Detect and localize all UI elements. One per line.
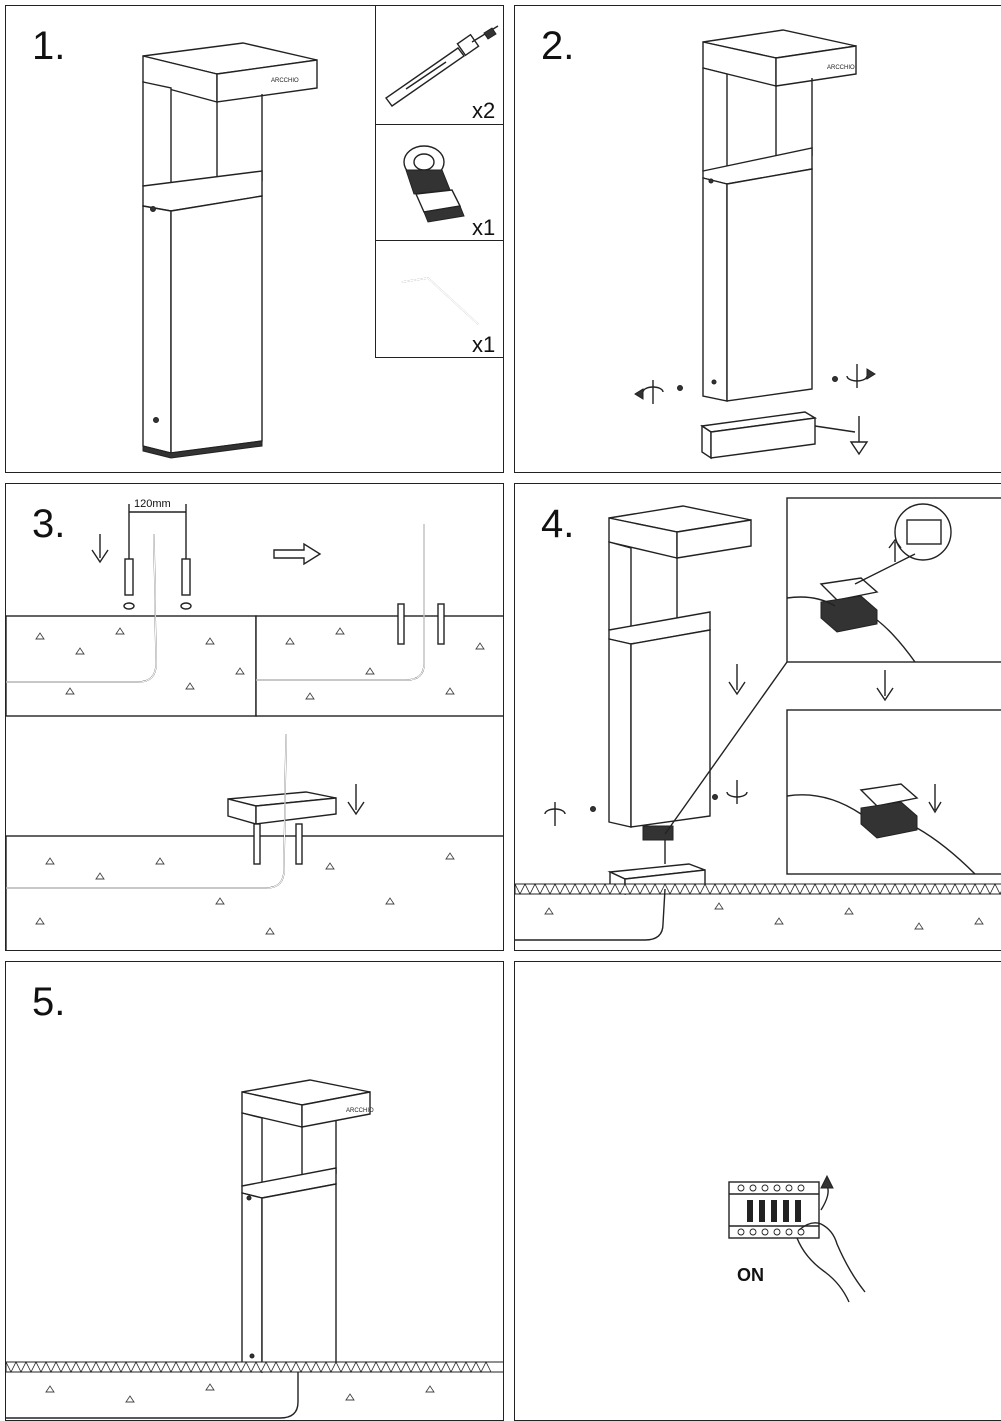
cable-gland-icon: [403, 145, 465, 223]
anchor-installation-illustration: [6, 504, 503, 950]
installed-bollard-illustration: ARCCHIO: [6, 1079, 503, 1419]
hex-key-icon: [401, 277, 479, 325]
step-number: 3.: [32, 502, 66, 546]
power-on-label: ON: [737, 1265, 764, 1285]
parts-list: x2 x1 x1: [375, 6, 503, 358]
panel-step-3: 3. 120mm: [5, 483, 504, 951]
panel-step-5: 5. ARCCHIO: [5, 961, 504, 1421]
panel-step-1: 1. ARCCHIO x2: [5, 5, 504, 473]
step-number: 4.: [541, 502, 575, 546]
part-anchor-bolt: x2: [376, 6, 503, 125]
bollard-base-removal-illustration: ARCCHIO: [634, 29, 876, 460]
step-number: 2.: [541, 24, 575, 68]
part-hex-key: x1: [376, 240, 503, 358]
circuit-breaker-illustration: [728, 1174, 866, 1303]
step-number: 5.: [32, 980, 66, 1024]
svg-text:ARCCHIO: ARCCHIO: [827, 65, 855, 71]
panel-power-on: ON: [514, 961, 1001, 1421]
panel-step-2: 2. ARCCHIO: [514, 5, 1001, 473]
wiring-connection-illustration: [515, 497, 1001, 941]
step-number: 1.: [32, 24, 66, 68]
anchor-bolt-qty: x2: [472, 98, 496, 123]
anchor-spacing-label: 120mm: [134, 498, 171, 510]
anchor-bolt-icon: [385, 25, 499, 107]
svg-text:ARCCHIO: ARCCHIO: [346, 1108, 374, 1114]
bollard-lamp-illustration: ARCCHIO: [142, 42, 318, 459]
hex-key-qty: x1: [472, 332, 496, 357]
panel-step-4: 4.: [514, 483, 1001, 951]
cable-gland-qty: x1: [472, 215, 496, 240]
part-cable-gland: x1: [376, 124, 503, 241]
svg-text:ARCCHIO: ARCCHIO: [271, 78, 299, 84]
